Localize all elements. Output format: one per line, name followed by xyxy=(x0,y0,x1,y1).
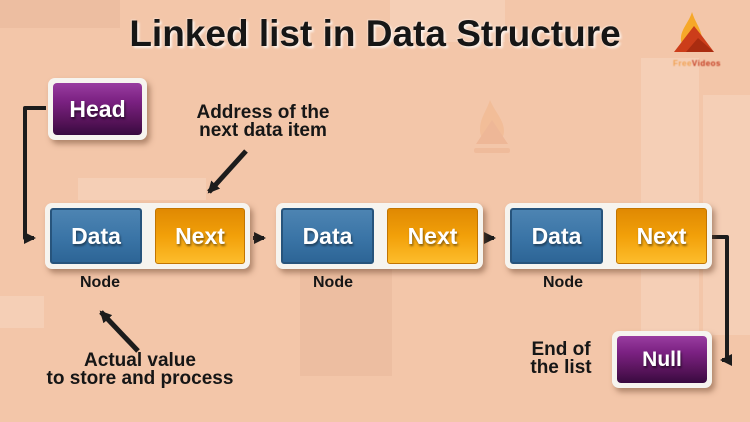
flame-logo-icon xyxy=(674,12,714,52)
null-pointer-box: Null xyxy=(612,331,712,388)
node-1-data-box: Data xyxy=(50,208,142,264)
end-of-list-annotation-line2: the list xyxy=(530,357,592,378)
node-1: Data Next xyxy=(45,203,250,269)
actual-value-annotation-arrow xyxy=(99,310,140,353)
brand-word-2: Videos xyxy=(691,59,721,68)
node-2: Data Next xyxy=(276,203,483,269)
background-texture xyxy=(0,296,44,328)
node-3: Data Next xyxy=(505,203,712,269)
node-3-data-box: Data xyxy=(510,208,603,264)
actual-value-annotation: Actual value to store and process xyxy=(35,350,245,389)
address-annotation-arrow xyxy=(207,149,248,194)
node-1-caption: Node xyxy=(80,274,120,291)
node-3-caption: Node xyxy=(543,274,583,291)
end-of-list-annotation-line1: End of xyxy=(531,339,591,360)
address-annotation-line1: Address of the xyxy=(196,102,330,123)
node-3-next-box: Next xyxy=(616,208,707,264)
background-texture xyxy=(78,178,206,200)
actual-value-annotation-line1: Actual value xyxy=(84,350,196,371)
brand-word-1: Free xyxy=(673,59,692,68)
brand-logo: FreeVideos xyxy=(662,12,732,70)
head-pointer-box: Head xyxy=(48,78,147,140)
address-annotation-line2: next data item xyxy=(199,120,327,141)
watermark-logo xyxy=(474,100,510,153)
node-2-next-box: Next xyxy=(387,208,478,264)
node-1-next-box: Next xyxy=(155,208,245,264)
end-of-list-annotation: End of the list xyxy=(516,339,606,378)
address-annotation: Address of the next data item xyxy=(178,102,348,141)
actual-value-annotation-line2: to store and process xyxy=(46,368,234,389)
node-2-caption: Node xyxy=(313,274,353,291)
null-label: Null xyxy=(617,336,707,383)
brand-logo-text: FreeVideos xyxy=(662,59,732,68)
page-title: Linked list in Data Structure xyxy=(129,13,621,54)
head-to-node1-connector xyxy=(23,106,46,244)
head-label: Head xyxy=(53,83,142,135)
node-2-data-box: Data xyxy=(281,208,374,264)
